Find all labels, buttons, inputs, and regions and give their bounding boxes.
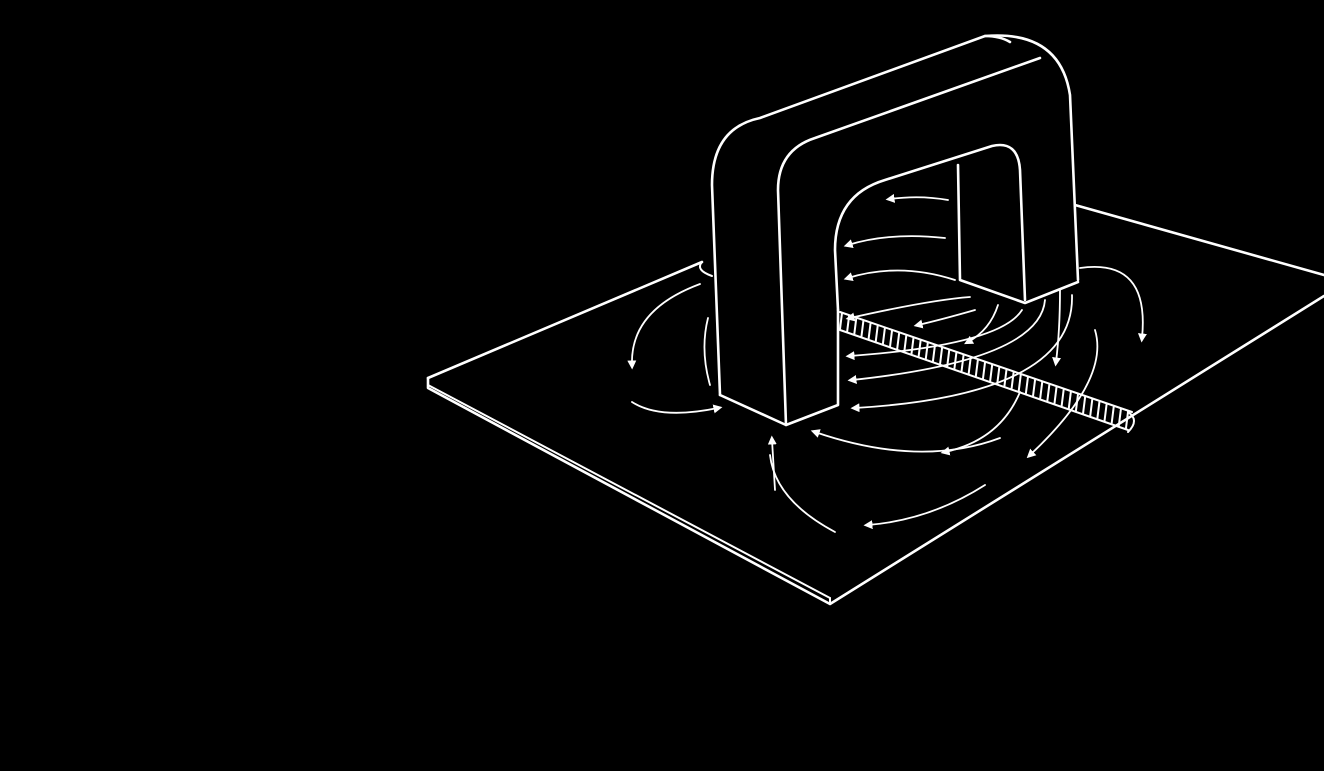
weld-ripple [846, 314, 851, 333]
weld-ripple [1024, 376, 1029, 395]
weld-ripple [889, 329, 894, 348]
weld-ripple [1017, 373, 1022, 392]
weld-ripple [1110, 406, 1115, 425]
weld-ripple [853, 316, 858, 335]
weld-ripple [939, 346, 944, 365]
weld-bead [839, 311, 1135, 433]
weld-ripple [1003, 368, 1008, 387]
weld-ripple [896, 331, 901, 350]
weld-ripple [839, 312, 843, 330]
weld-ripple [860, 319, 865, 338]
weld-ripple [874, 324, 879, 343]
weld-ripple [996, 366, 1001, 385]
weld-ripple [1039, 381, 1044, 400]
weld-ripple [967, 356, 972, 375]
weld-ripple [1103, 403, 1108, 422]
weld-ripple [910, 336, 915, 355]
weld-ripple [903, 334, 908, 353]
weld-ripple [1010, 371, 1015, 390]
weld-ripple [1117, 408, 1122, 427]
weld-ripple [989, 363, 994, 382]
weld-ripple [1067, 391, 1072, 410]
steel-plate [426, 203, 1324, 606]
weld-ripple [953, 351, 958, 370]
weld-ripple [1060, 388, 1065, 407]
weld-ripple [1032, 378, 1037, 397]
weld-ripple [946, 349, 951, 368]
weld-ripple [960, 354, 965, 373]
weld-ripple [924, 341, 929, 360]
weld-ripple [867, 321, 872, 340]
weld-ripple [881, 326, 886, 345]
weld-ripple [1089, 398, 1094, 417]
weld-ripple [1096, 401, 1101, 420]
horseshoe-magnet [699, 34, 1080, 427]
weld-ripple [931, 344, 936, 363]
weld-ripple [1082, 396, 1087, 415]
weld-ripple [982, 361, 986, 380]
magnetic-flux-lines [627, 193, 1147, 533]
weld-ripple [1125, 411, 1129, 429]
weld-ripple [974, 359, 979, 378]
weld-ripple [1046, 383, 1051, 402]
weld-ripple [1053, 386, 1058, 405]
